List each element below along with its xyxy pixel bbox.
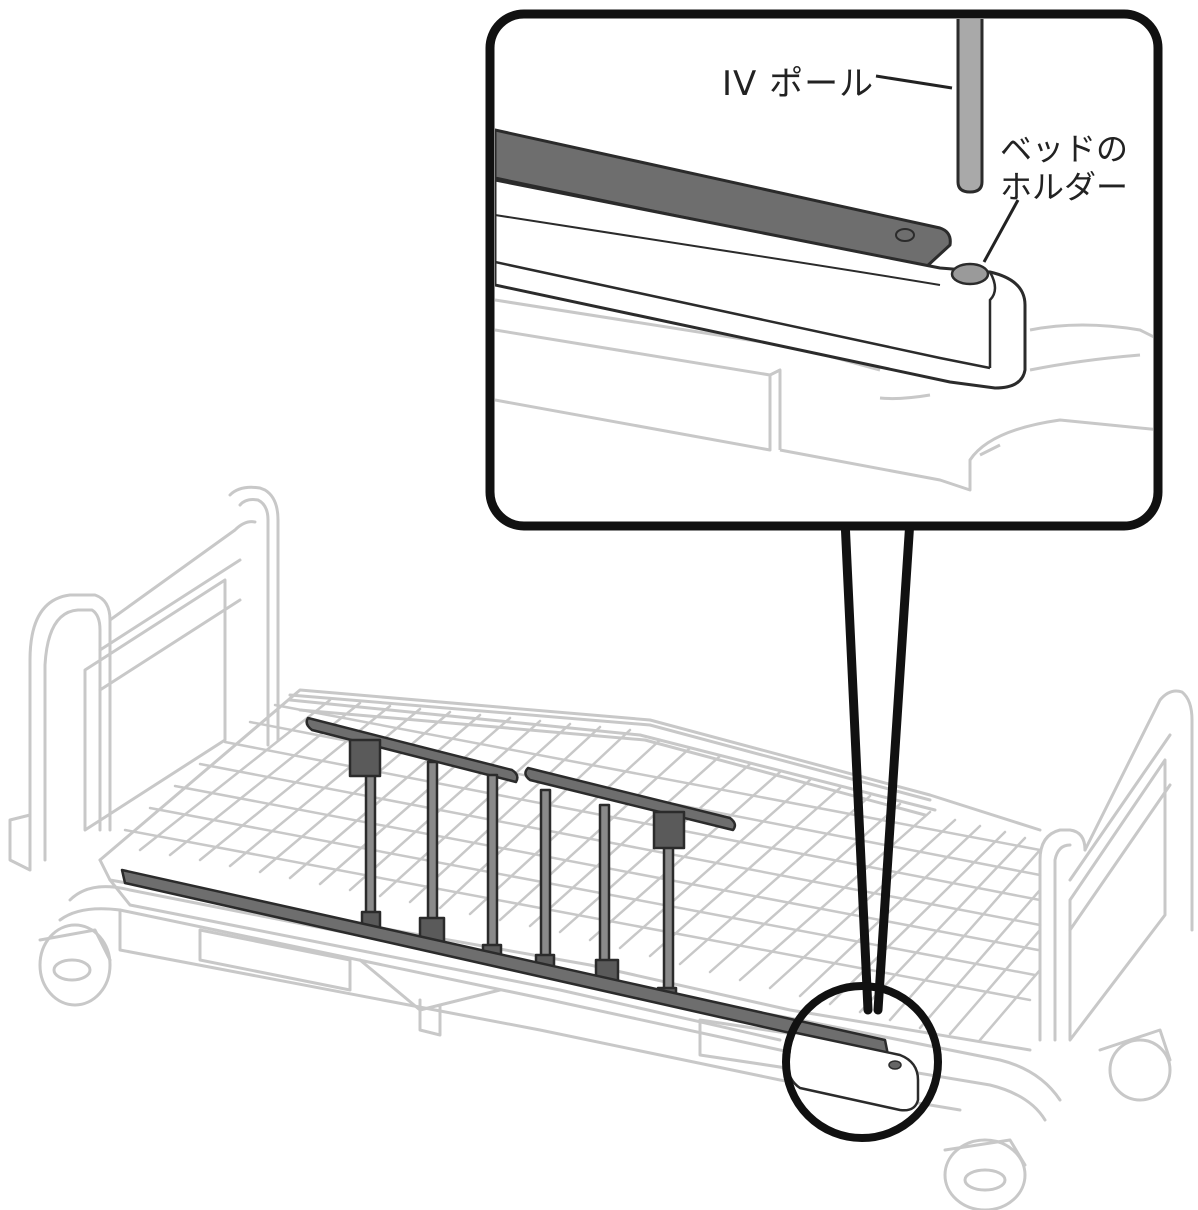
callout-connector (840, 515, 915, 1015)
side-rail (120, 716, 920, 1112)
holder-leader (982, 199, 1020, 263)
bed-holder-label-line1: ベッドの (999, 130, 1128, 168)
bed-holder-label: ベッドの ホルダー (948, 130, 1128, 206)
holder-end-piece (495, 178, 1027, 390)
magnifier-circle (782, 982, 942, 1142)
platform (98, 688, 1042, 1052)
callout (485, 9, 1163, 1142)
bed-holder-label-line2: ホルダー (999, 168, 1128, 206)
iv-pole-leader (875, 74, 953, 90)
deck-grid (123, 698, 1042, 1042)
iv-pole (956, 19, 984, 194)
iv-pole-label: IV ポール (722, 64, 875, 104)
headboard (8, 485, 280, 872)
casters (38, 923, 1172, 1210)
holder-socket (950, 262, 990, 286)
footboard (1038, 689, 1194, 1042)
far-side-rail (288, 693, 932, 817)
